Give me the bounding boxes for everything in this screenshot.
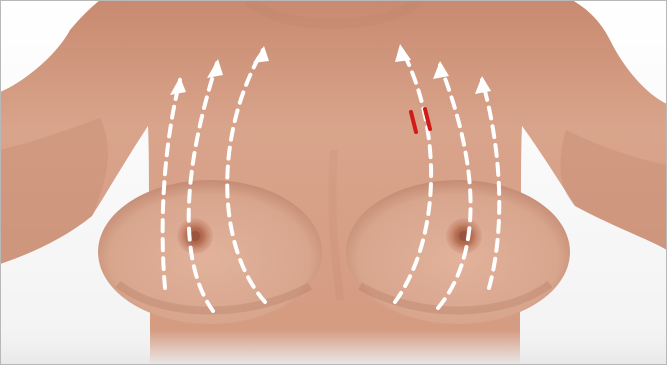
left-breast <box>98 180 322 324</box>
bottom-fade <box>0 330 667 365</box>
